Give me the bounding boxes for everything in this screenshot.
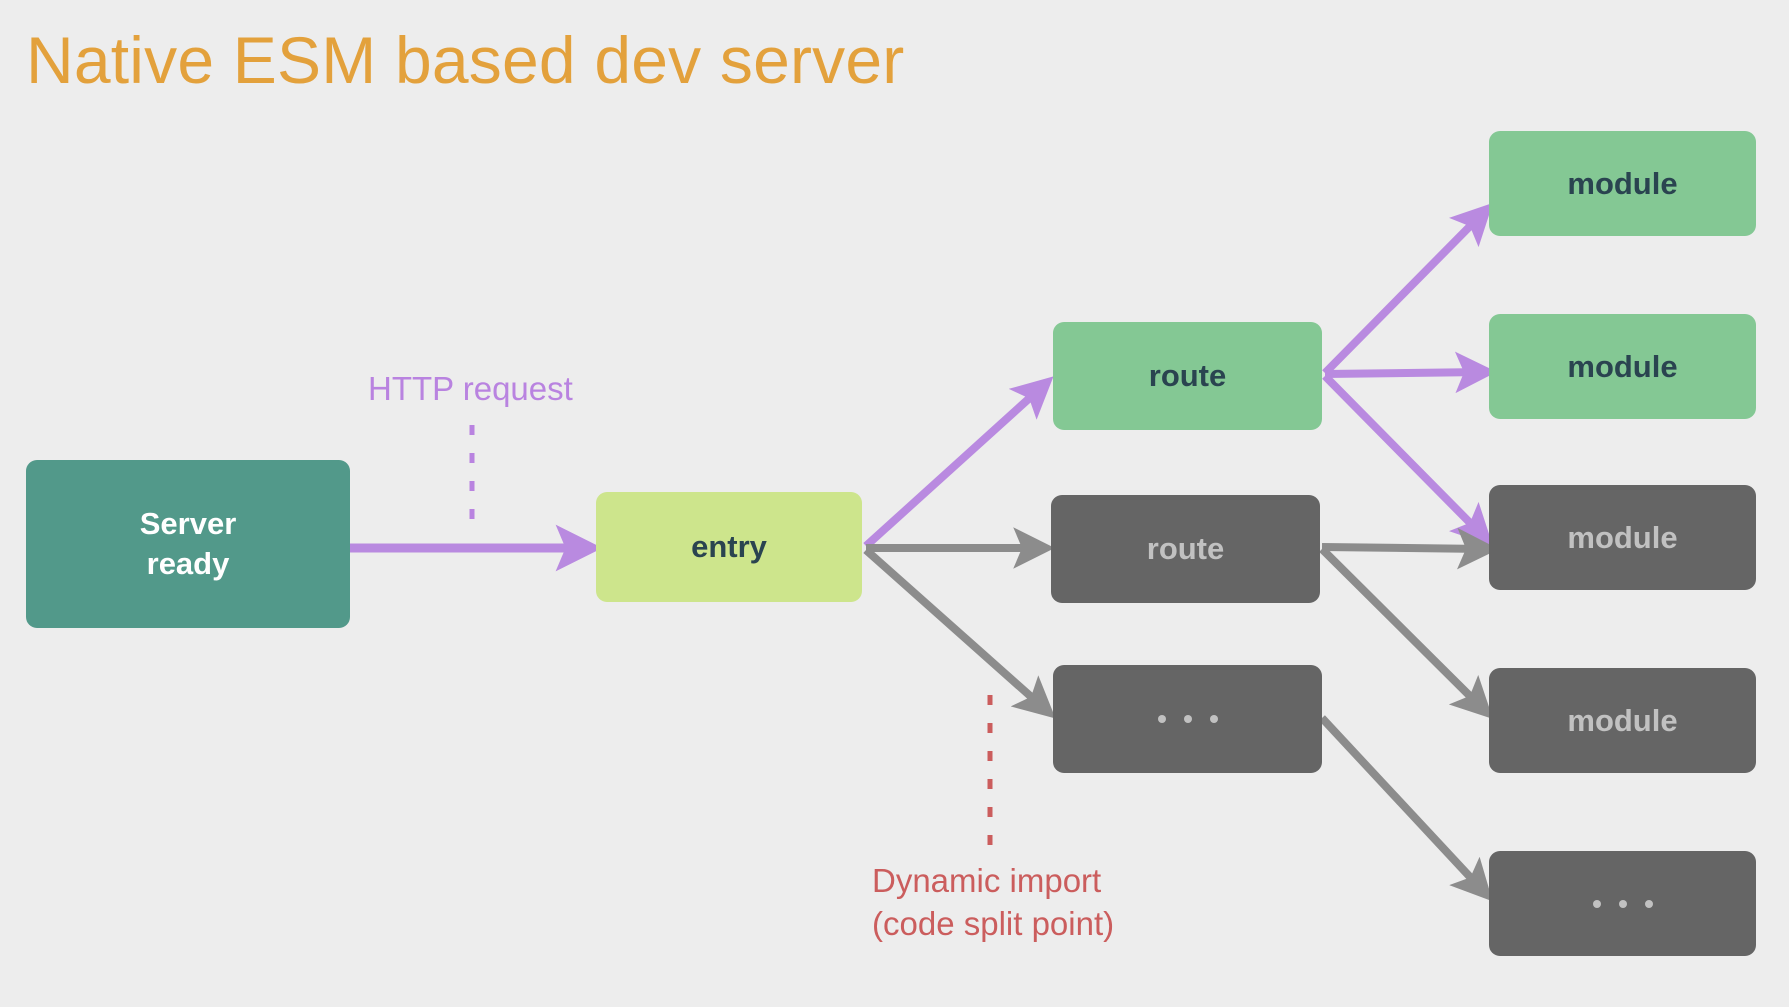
- edge-route-active-to-module-3: [1322, 373, 1493, 547]
- edge-route-ellipsis-to-module-ellipsis: [1319, 715, 1493, 902]
- node-entry-label: entry: [691, 529, 767, 564]
- node-module-ellipsis-label: [1592, 899, 1653, 908]
- annotation-dynamic-import: Dynamic import (code split point): [872, 862, 1115, 942]
- node-module-4[interactable]: module: [1489, 668, 1756, 773]
- node-route-inactive-label: route: [1146, 531, 1225, 566]
- node-route-active[interactable]: route: [1053, 322, 1322, 430]
- edge-entry-to-route-ellipsis: [863, 547, 1056, 719]
- edge-route-active-to-module-2: [1324, 351, 1497, 394]
- node-module-ellipsis[interactable]: [1489, 851, 1756, 956]
- node-module-3[interactable]: module: [1489, 485, 1756, 590]
- edge-route-inactive-to-module-4: [1319, 546, 1494, 720]
- node-module-2-label: module: [1567, 348, 1678, 384]
- node-module-3-label: module: [1567, 519, 1678, 555]
- node-module-1[interactable]: module: [1489, 131, 1756, 236]
- page-title: Native ESM based dev server: [26, 23, 905, 97]
- node-route-inactive[interactable]: route: [1051, 495, 1320, 603]
- node-entry[interactable]: entry: [596, 492, 862, 602]
- node-module-1-label: module: [1567, 165, 1678, 201]
- node-route-ellipsis[interactable]: [1053, 665, 1322, 773]
- node-module-4-label: module: [1567, 702, 1678, 738]
- annotation-http-request: HTTP request: [368, 370, 573, 407]
- edge-entry-to-route-active: [863, 376, 1054, 549]
- edge-route-inactive-to-module-3: [1321, 527, 1499, 570]
- node-module-2[interactable]: module: [1489, 314, 1756, 419]
- node-route-active-label: route: [1148, 358, 1227, 393]
- edge-route-active-to-module-1: [1322, 202, 1493, 376]
- node-route-ellipsis-label: [1157, 715, 1218, 723]
